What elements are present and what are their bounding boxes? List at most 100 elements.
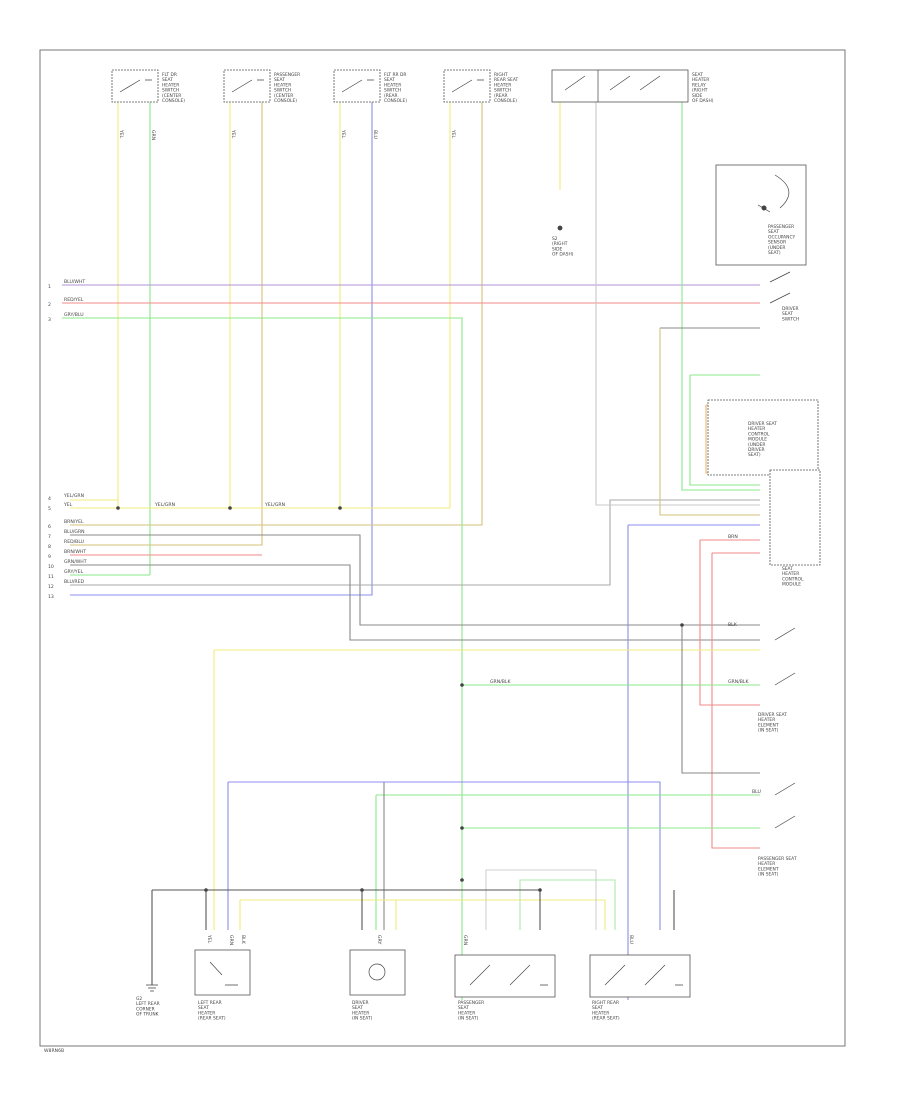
- pin-color-label: BLU: [628, 935, 634, 944]
- right-component-label: HEATER: [782, 571, 799, 577]
- top-component-label: SWITCH: [384, 88, 401, 94]
- right-component-label: CONTROL: [748, 431, 770, 437]
- passenger-seat-heater-box: [454, 954, 556, 998]
- wire-dark: [70, 564, 760, 641]
- wire-color-label: BLU/GRN: [64, 529, 85, 535]
- pin-color-label: GRY: [376, 935, 382, 944]
- bottom-component-label: HEATER: [458, 1010, 475, 1016]
- bottom-component-label: (REAR SEAT): [592, 1016, 620, 1022]
- bottom-components: [146, 949, 691, 998]
- connector-pin-number: 2: [48, 302, 51, 308]
- top-component-label: CONSOLE): [494, 98, 517, 104]
- junction-dot: [228, 506, 232, 510]
- relay-contact: [564, 70, 661, 102]
- top-component-label: CONSOLE): [274, 98, 297, 104]
- right-component-label: MODULE: [782, 582, 801, 588]
- top-component-label: CONSOLE): [384, 98, 407, 104]
- wire-green: [519, 879, 616, 930]
- heater-switch-symbol: [469, 964, 548, 986]
- wire-color-label: GRY/BLU: [64, 312, 84, 318]
- wire-color-label: YEL/GRN: [154, 502, 175, 508]
- switch-box: [333, 69, 381, 103]
- pin-color-label: YEL: [340, 129, 346, 139]
- connector-pin-number: 12: [48, 584, 54, 590]
- top-component-label: REAR SEAT: [494, 77, 518, 83]
- pin-color-label: BLK: [240, 935, 246, 945]
- pin-color-label: YEL: [450, 129, 456, 139]
- connector-pin-number: 3: [48, 317, 51, 323]
- switch-contact: [451, 79, 484, 93]
- right-component-label: CONTROL: [782, 576, 804, 582]
- wire-color-label: BRN/YEL: [64, 519, 84, 525]
- bottom-component-label: (IN SEAT): [458, 1016, 479, 1022]
- wire-green: [681, 100, 760, 491]
- wire-color-label: RED/BLU: [64, 539, 84, 545]
- junction-dot: [538, 888, 542, 892]
- relay-box: [551, 69, 689, 103]
- right-component-label: DRIVER: [782, 306, 799, 312]
- top-component-label: SEAT: [384, 77, 395, 83]
- heater-switch-symbol: [604, 964, 683, 986]
- right-component-label: DRIVER SEAT: [748, 421, 777, 427]
- right-component-label: OCCUPANCY: [768, 234, 795, 240]
- connector-pin-number: 10: [48, 564, 54, 570]
- top-component-label: RELAY: [692, 82, 706, 88]
- top-component-label: SEAT: [692, 72, 703, 78]
- junction-dot: [680, 623, 684, 627]
- pin-color-label: GRN: [462, 935, 468, 945]
- top-component-label: HEATER: [162, 82, 179, 88]
- driver-seat-switch-contact: [769, 271, 791, 304]
- seat-heater-control-module-box: [769, 469, 821, 566]
- right-component-label: SENSOR: [768, 240, 786, 246]
- connector-pin-number: 13: [48, 594, 54, 600]
- wire-color-label: BRN: [728, 534, 738, 540]
- top-component-label: FLT DR: [162, 72, 177, 78]
- right-component-label: HEATER: [758, 861, 775, 867]
- top-component-label: RIGHT: [494, 72, 508, 78]
- wire-color-label: YEL/GRN: [63, 493, 84, 499]
- right-component-label: SEAT: [782, 566, 793, 572]
- bottom-component-label: SEAT: [458, 1005, 469, 1011]
- wire-color-label: GRN/WHT: [64, 559, 87, 565]
- bottom-component-label: (IN SEAT): [352, 1016, 373, 1022]
- left-rear-seat-heater-box: [194, 949, 251, 996]
- top-component-label: SWITCH: [162, 88, 179, 94]
- diagram-border: [39, 49, 846, 1047]
- pin-color-label: YEL: [206, 934, 212, 944]
- bottom-component-label: HEATER: [592, 1010, 609, 1016]
- sensor-dot: [761, 205, 767, 211]
- top-component-label: SWITCH: [274, 88, 291, 94]
- right-component-label: SEAT): [768, 250, 781, 256]
- wire-color-label: BRN/WHT: [64, 549, 86, 555]
- top-component-label: OF DASH): [692, 98, 714, 104]
- switch-contact: [341, 79, 374, 93]
- top-component-label: HEATER: [384, 82, 401, 88]
- bottom-component-label: HEATER: [352, 1010, 369, 1016]
- wire-dark: [681, 625, 760, 774]
- right-component-label: (IN SEAT): [758, 728, 779, 734]
- top-component-label: PASSENGER: [274, 72, 300, 78]
- pin-color-label: YEL: [230, 129, 236, 139]
- connector-pin-number: 1: [48, 284, 51, 290]
- top-component-label: HEATER: [692, 77, 709, 83]
- right-component-label: DRIVER: [748, 447, 765, 453]
- ground-label-text: G2: [136, 996, 142, 1002]
- connector-pin-number: 9: [48, 554, 51, 560]
- ground-label-text: LEFT REAR: [136, 1001, 160, 1007]
- top-component-label: SEAT: [274, 77, 285, 83]
- wire-color-label: YEL/GRN: [264, 502, 285, 508]
- driver-heater-element-switch: [774, 627, 796, 686]
- right-components: [707, 164, 821, 829]
- connector-pin-number: 6: [48, 524, 51, 530]
- right-component-label: SWITCH: [782, 316, 799, 322]
- wire-color-label: BLK: [728, 622, 738, 628]
- top-component-labels: FLT DRSEATHEATERSWITCH(CENTERCONSOLE)PAS…: [162, 72, 714, 104]
- wire-red: [699, 540, 760, 706]
- wire-green: [62, 317, 463, 1000]
- wire-dark: [152, 889, 541, 930]
- right-component-label: ELEMENT: [758, 866, 779, 872]
